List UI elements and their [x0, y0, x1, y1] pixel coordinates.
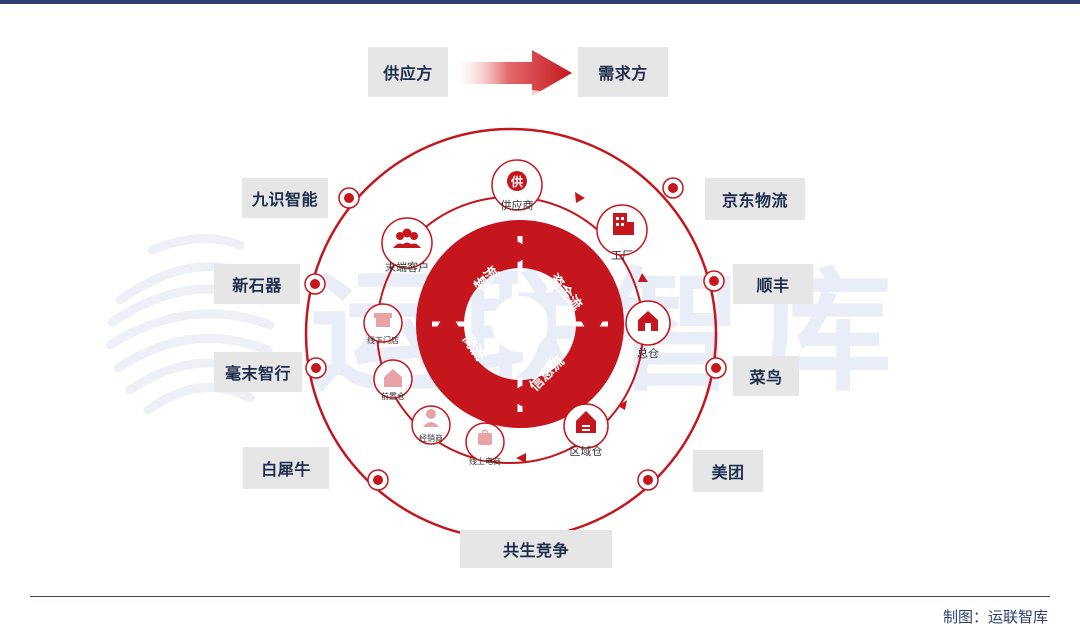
chain-label-factory: 工厂	[611, 249, 633, 262]
supplier-label: 供应方	[383, 64, 433, 83]
company-box-left: 毫末智行	[214, 352, 302, 392]
chain-label-offline-store: 线下门店	[367, 335, 399, 345]
person-icon	[423, 409, 439, 427]
company-box-left: 白犀牛	[243, 447, 329, 489]
warehouse-icon	[384, 369, 402, 387]
warehouse-icon	[576, 411, 596, 433]
svg-text:供: 供	[510, 174, 523, 189]
company-box-left: 九识智能	[242, 178, 328, 218]
ring-dots	[304, 177, 727, 491]
company-label: 毫末智行	[224, 364, 291, 383]
company-label: 新石器	[232, 276, 282, 295]
coopetition-label: 共生竞争	[502, 541, 569, 560]
company-label: 美团	[711, 463, 745, 482]
company-box-right: 京东物流	[705, 178, 805, 220]
chain-arrowheads	[516, 192, 648, 463]
company-box-right: 美团	[693, 450, 763, 492]
chain-label-end-customer: 末端客户	[385, 260, 429, 274]
chain-label-distributor: 经销商	[419, 433, 443, 443]
chain-label-supplier: 供应商	[501, 198, 534, 212]
chain-label-forward-warehouse: 前置仓	[381, 391, 405, 401]
factory-building-icon	[613, 213, 634, 235]
company-box-right: 菜鸟	[733, 356, 799, 396]
company-label: 九识智能	[251, 190, 318, 209]
center-cycle	[416, 220, 624, 428]
company-box-left: 新石器	[214, 264, 300, 304]
company-label: 京东物流	[721, 191, 788, 210]
company-box-right: 顺丰	[733, 264, 813, 304]
storefront-icon	[374, 313, 392, 327]
top-border	[0, 0, 1080, 4]
chart-credit: 制图：运联智库	[942, 608, 1048, 626]
chain-label-regional-warehouse: 区域仓	[570, 444, 603, 458]
chain-label-online-retail: 线上电商	[469, 456, 501, 466]
demand-label: 需求方	[598, 64, 648, 83]
supplier-box: 供应方	[368, 47, 448, 97]
coopetition-box: 共生竞争	[460, 530, 612, 568]
company-label: 顺丰	[756, 276, 790, 295]
shopping-bag-icon	[478, 429, 492, 445]
warehouse-icon	[638, 311, 658, 331]
supplier-badge-icon: 供	[507, 171, 527, 191]
company-label: 白犀牛	[261, 460, 311, 479]
users-group-icon	[393, 228, 421, 248]
footer-divider	[30, 596, 1050, 597]
chain-node-circles	[363, 159, 671, 462]
flow-arrow	[455, 50, 572, 96]
demand-box: 需求方	[578, 47, 668, 97]
company-label: 菜鸟	[749, 368, 783, 387]
chain-label-main-warehouse: 总仓	[637, 346, 659, 360]
